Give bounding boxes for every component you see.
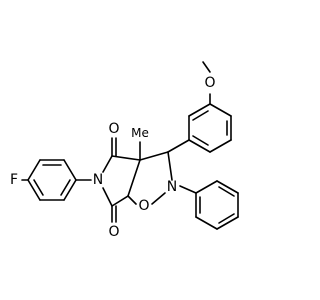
atom-label-carbonyl-oxygen-bottom: O <box>108 224 119 240</box>
atom-label-group: O Me O O N N O F <box>10 75 216 240</box>
bond-phenyl-4 <box>216 216 239 230</box>
atom-label-methyl: Me <box>131 126 149 140</box>
bond-methyl-o <box>202 61 211 73</box>
bond-phenyl-5 <box>195 216 218 230</box>
bond-c3-n2 <box>167 151 173 181</box>
bond-phenyl-double-b <box>218 213 235 224</box>
bond-anisyl-double-b <box>192 110 209 121</box>
bond-c6a-c3a <box>127 159 141 197</box>
bond-group <box>21 61 239 230</box>
atom-label-fluorine: F <box>10 172 18 188</box>
bond-fluoro-3 <box>27 159 41 181</box>
bond-c3a-c4 <box>111 155 141 161</box>
bond-anisyl-c3 <box>167 139 190 153</box>
bond-c4-n5 <box>102 155 113 173</box>
atom-label-isoxazolidine-nitrogen: N <box>167 179 177 195</box>
bond-c6-c6a <box>111 195 129 207</box>
bond-fluoro-double-c <box>60 179 71 196</box>
bond-phenyl-1 <box>195 180 218 194</box>
bond-anisyl-3 <box>209 139 232 153</box>
bond-fluoro-4 <box>27 179 41 201</box>
bond-o1-c6a <box>127 195 137 205</box>
bond-anisyl-double-c <box>192 135 209 146</box>
bond-c3-c3a <box>139 151 169 161</box>
bond-fluoro-1 <box>63 159 77 181</box>
bond-anisyl-6 <box>188 103 211 117</box>
molecule-diagram: O Me O O N N O F <box>10 61 239 240</box>
bond-phenyl-2 <box>216 180 239 194</box>
bond-n5-c6 <box>102 187 113 207</box>
atom-label-imide-nitrogen: N <box>93 172 103 188</box>
bond-anisyl-1 <box>209 103 232 117</box>
atom-label-carbonyl-oxygen-top: O <box>108 121 119 137</box>
bond-anisyl-4 <box>188 139 211 153</box>
bond-phenyl-double-a <box>218 186 235 197</box>
bond-fluoro-double-b <box>33 179 44 196</box>
bond-n2-phenyl <box>179 185 197 194</box>
bond-fluoro-6 <box>63 179 77 201</box>
bond-n2-o1 <box>151 192 166 205</box>
atom-label-ring-oxygen: O <box>138 198 149 214</box>
atom-label-methoxy-oxygen: O <box>204 75 215 91</box>
